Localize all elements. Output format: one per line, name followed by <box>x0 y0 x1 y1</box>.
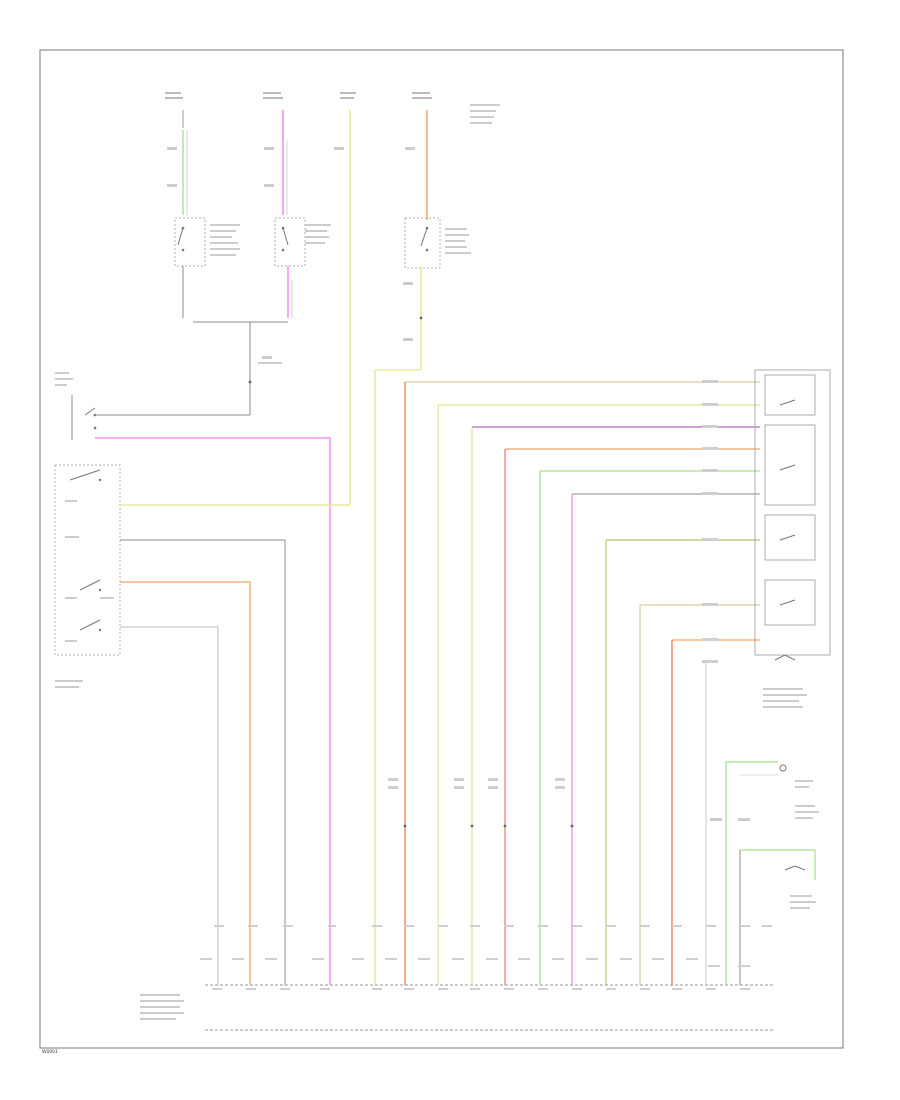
cruise-control-switch <box>54 464 121 688</box>
diagram-footer-id: W0001 <box>42 1049 58 1055</box>
diagram-frame <box>39 49 844 1049</box>
brake-switch-right <box>404 217 471 269</box>
clock-spring <box>739 849 816 985</box>
fuse-feed-1 <box>165 92 188 215</box>
brake-pedal-position-switch <box>274 217 331 267</box>
fuse-feed-4 <box>412 92 500 220</box>
splice-points <box>248 316 574 828</box>
drop-wire-tags <box>388 778 565 789</box>
powertrain-control-module <box>140 984 775 1031</box>
fuse-feed-3 <box>340 92 356 505</box>
cruise-brake-switch <box>55 372 97 440</box>
pin-tags <box>200 925 772 990</box>
turn-signal-combination-switch <box>754 369 831 708</box>
fuse-feed-2 <box>263 92 288 215</box>
harness-wire-tags <box>702 380 718 663</box>
transmission-range-switch <box>174 217 240 267</box>
cruise-indicator-lamp <box>710 761 819 985</box>
